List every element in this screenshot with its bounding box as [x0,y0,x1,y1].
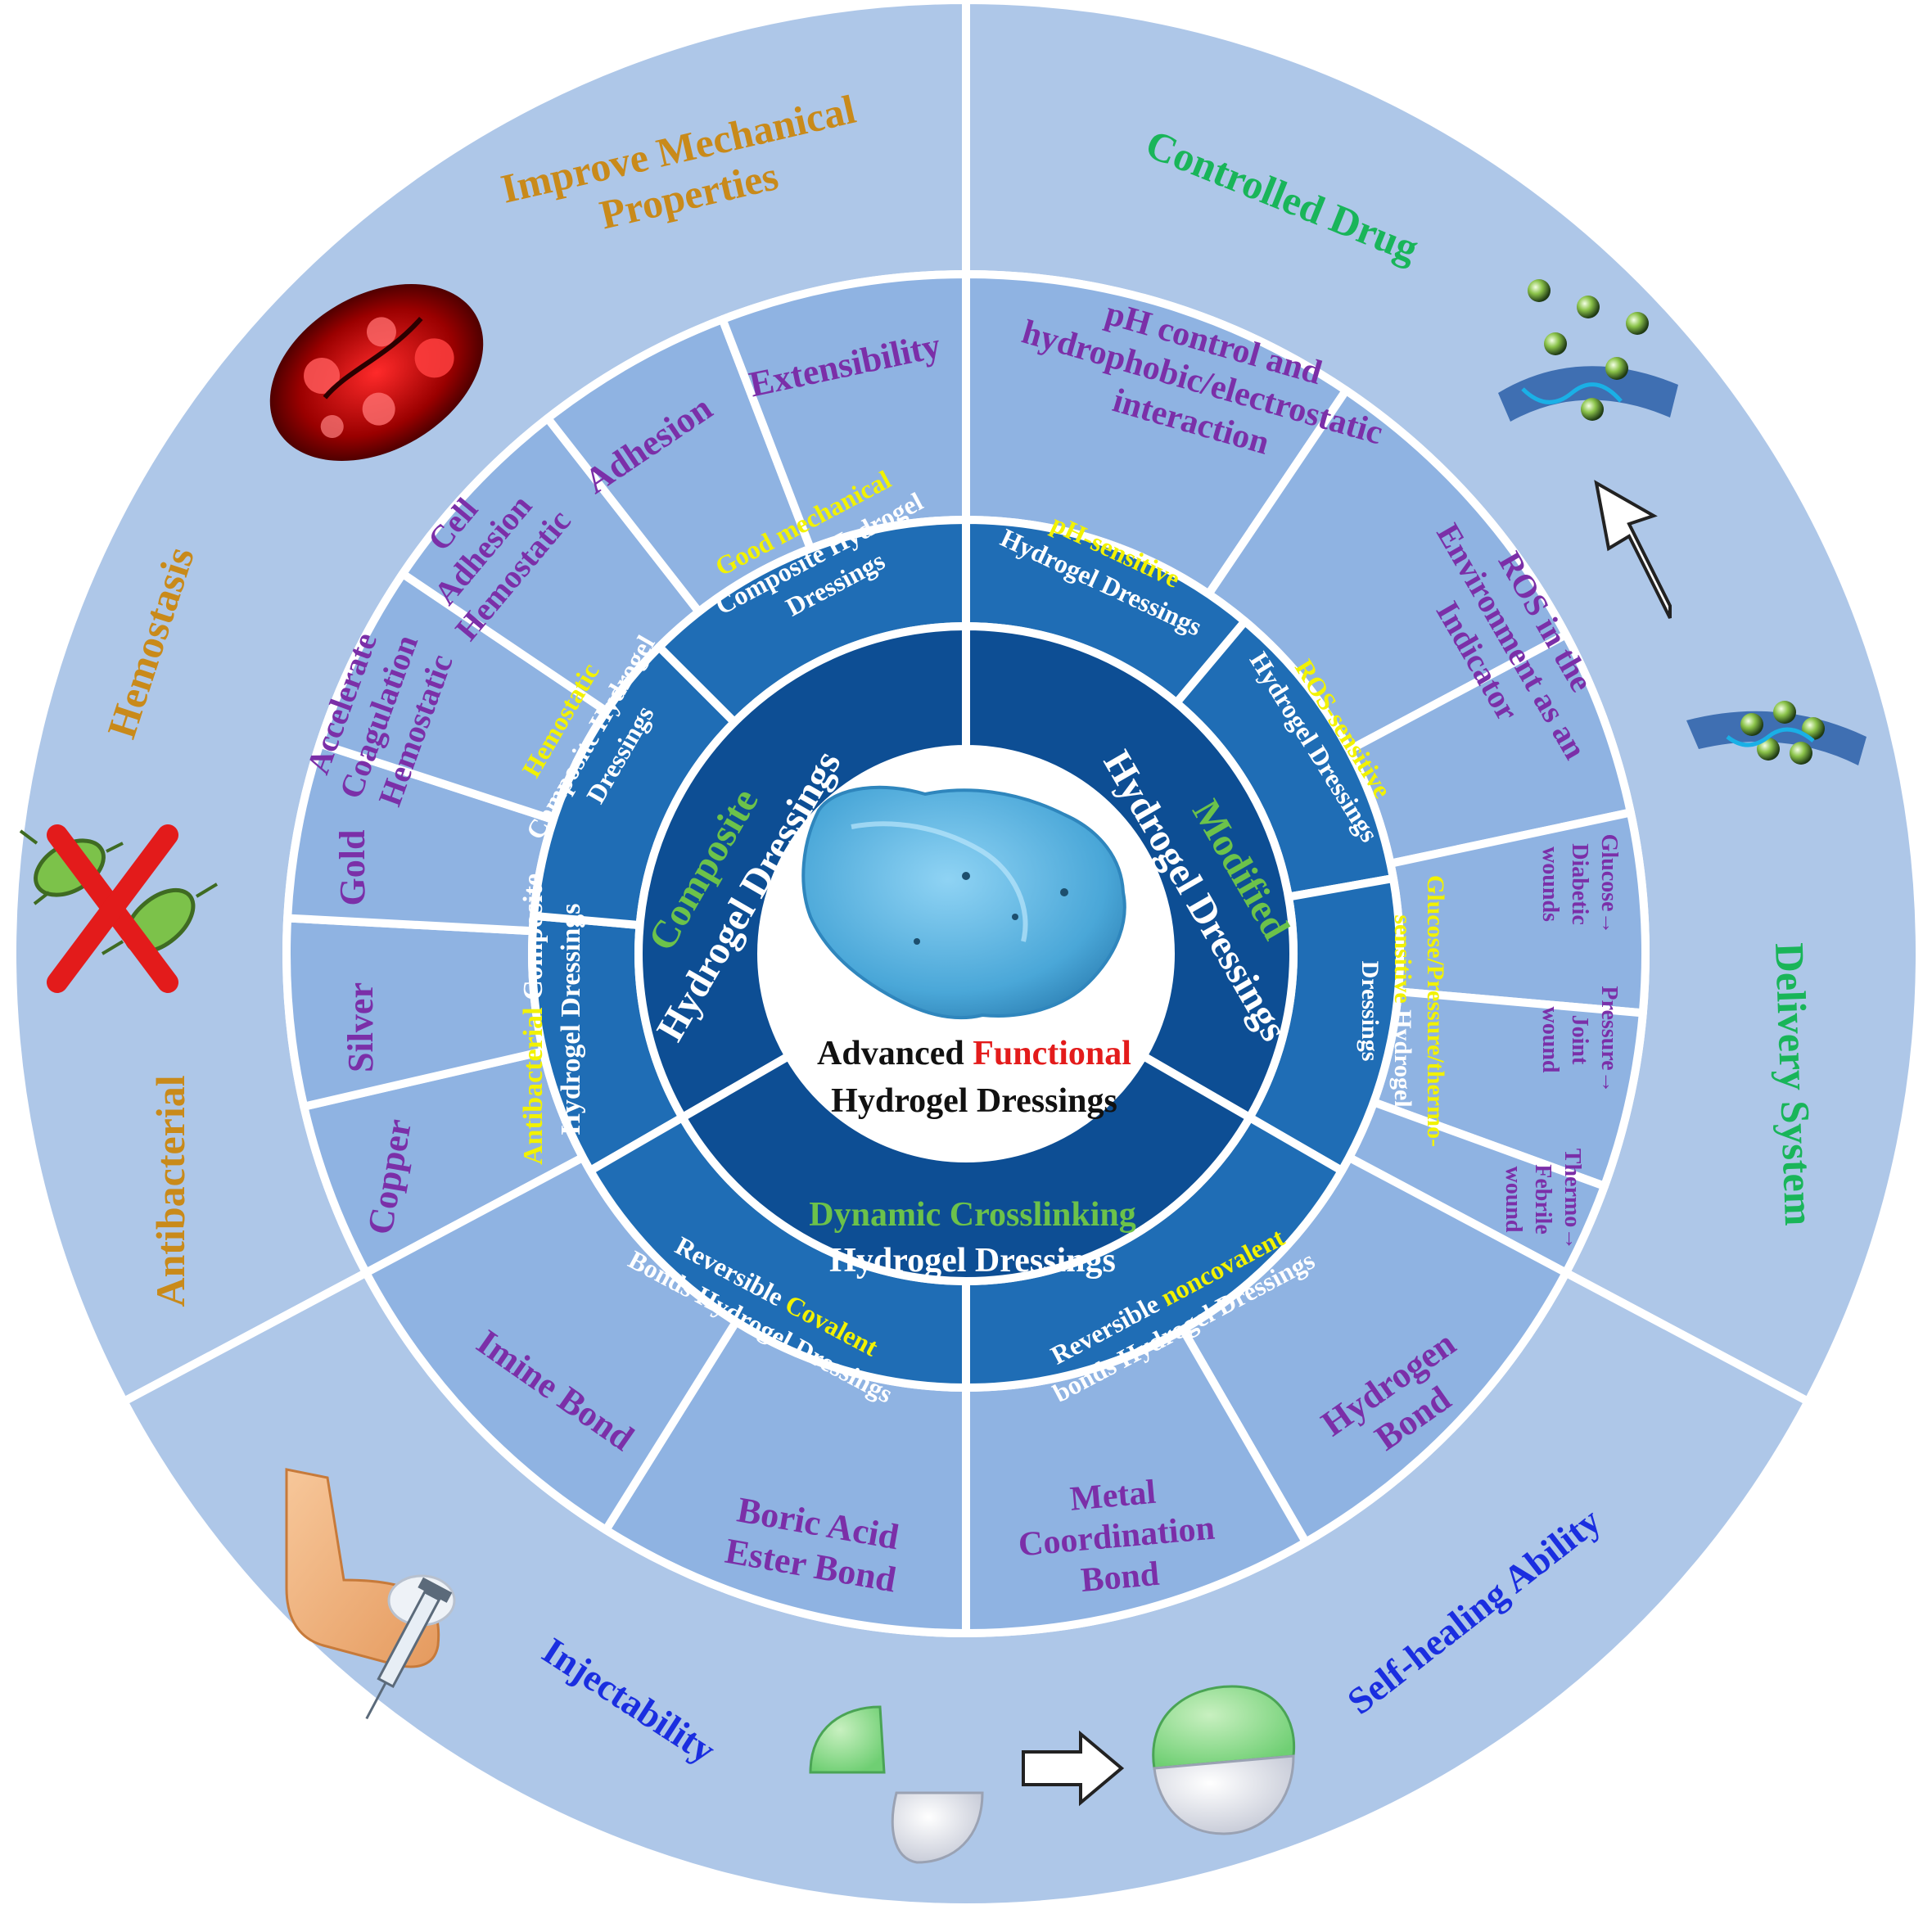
syringe-icon [365,1577,453,1720]
svg-text:wound: wound [1537,1007,1563,1073]
drug-carrier-loaded-icon [1686,701,1867,765]
release-arrow-icon [1594,480,1672,619]
ring3-glucose-label: Glucose→ Diabetic wounds [1537,834,1622,935]
drug-carrier-release-icon [1498,279,1678,422]
svg-text:Joint: Joint [1567,1015,1592,1065]
ring3-pressure-label: Pressure→ Joint wound [1537,986,1622,1093]
svg-text:Thermo→: Thermo→ [1560,1149,1585,1250]
ring-segments [8,0,1924,1912]
ring3-thermo-label: Thermo→ Febrile wound [1501,1149,1585,1250]
split-hydrogel-icon [809,1705,984,1864]
center-hydrogel-image [801,785,1126,1020]
center-title-line2: Hydrogel Dressings [831,1082,1117,1120]
svg-text:Hydrogel Dressings: Hydrogel Dressings [556,903,586,1135]
ring3-silver-label: Silver [341,982,381,1072]
svg-text:sensitive Hydrogel: sensitive Hydrogel [1389,914,1416,1107]
svg-text:wound: wound [1501,1167,1526,1233]
svg-text:Dynamic Crosslinking: Dynamic Crosslinking [809,1196,1135,1234]
svg-text:Glucose→: Glucose→ [1596,834,1622,935]
svg-text:Febrile: Febrile [1530,1164,1555,1235]
cross-icon [47,824,178,993]
outer-antibacterial-label: Antibacterial [147,1075,193,1307]
blood-cells-image [269,283,484,462]
svg-text:wounds: wounds [1537,846,1563,922]
core-dynamic-label: Dynamic Crosslinking Hydrogel Dressings [809,1196,1135,1280]
svg-text:Glucose/Pressure/thermo-: Glucose/Pressure/thermo- [1422,875,1449,1147]
ring3-gold-label: Gold [332,830,372,906]
ring2-glucose-label: Glucose/Pressure/thermo- sensitive Hydro… [1356,875,1449,1147]
svg-text:Pressure→: Pressure→ [1596,986,1622,1093]
outer-delivery-label: Delivery System [1767,942,1822,1226]
healed-hydrogel-icon [1152,1685,1296,1835]
heal-arrow-icon [1022,1730,1125,1807]
svg-text:Metal: Metal [1068,1474,1158,1519]
svg-text:Antibacterial Composite: Antibacterial Composite [518,873,548,1165]
svg-text:Bond: Bond [1080,1555,1161,1600]
center-title-line1: Advanced Functional [817,1035,1131,1072]
svg-text:Dressings: Dressings [1356,961,1384,1062]
ring2-antibacterial-label: Antibacterial Composite Hydrogel Dressin… [518,873,586,1165]
svg-text:Hydrogel Dressings: Hydrogel Dressings [829,1242,1116,1280]
svg-text:Diabetic: Diabetic [1567,843,1592,925]
